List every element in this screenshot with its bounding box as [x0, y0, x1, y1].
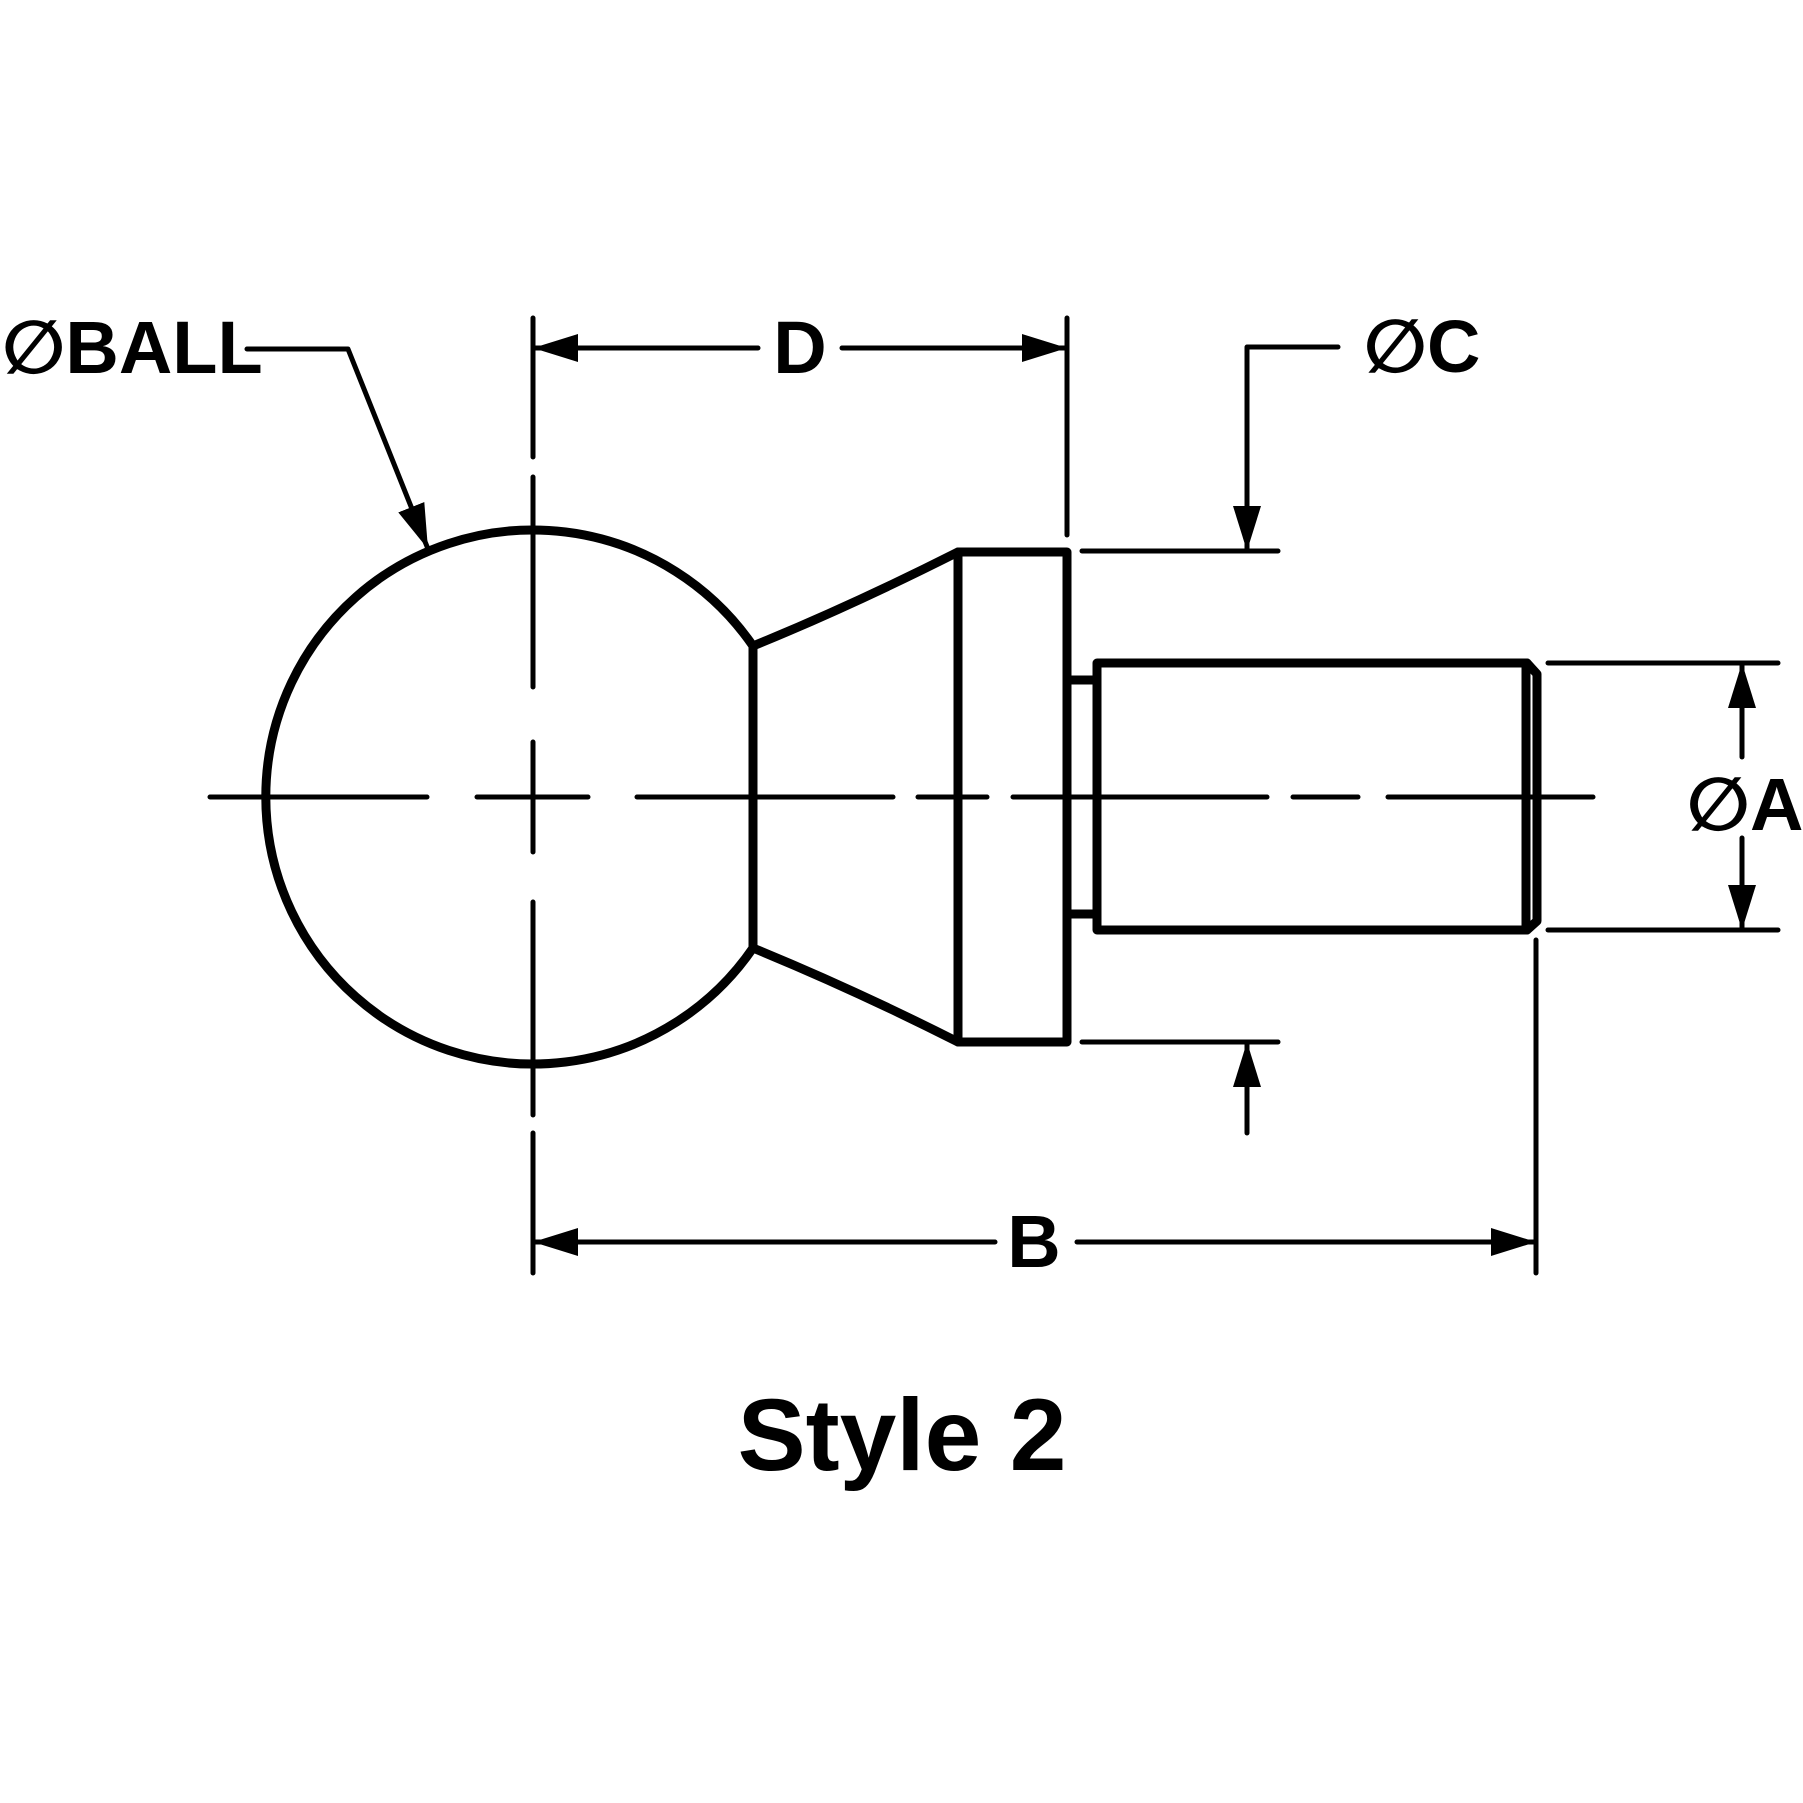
ball-diameter-label: ∅BALL: [2, 306, 263, 389]
neck-lower-profile: [748, 943, 963, 1047]
neck-upper-profile: [748, 547, 963, 651]
drawing-title: Style 2: [738, 1378, 1067, 1492]
dimension-labels: ∅BALL D ∅C ∅A B: [2, 305, 1803, 1283]
dim-a-label: ∅A: [1687, 763, 1803, 846]
ball-leader-line: [244, 346, 431, 552]
centerlines: [207, 315, 1596, 1276]
dimension-lines: [244, 334, 1756, 1256]
dim-b-label: B: [1007, 1200, 1060, 1283]
dim-d-label: D: [773, 306, 826, 389]
shaft-outline: [1092, 658, 1532, 935]
c-leader-line: [1233, 344, 1341, 554]
dim-c-label: ∅C: [1364, 305, 1481, 388]
